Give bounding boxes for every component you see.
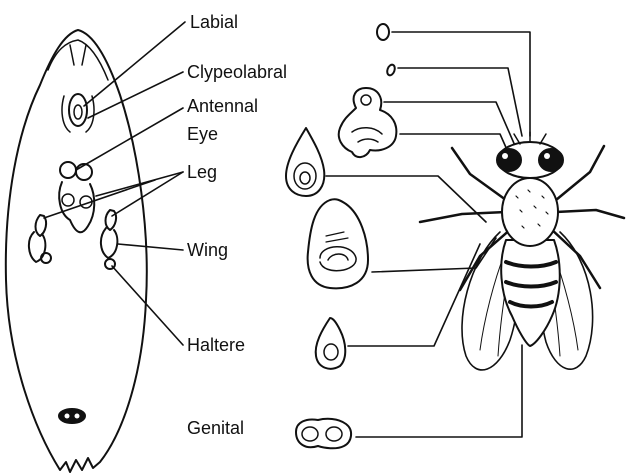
connector-genital: [356, 345, 522, 437]
disc-wing: [308, 199, 368, 288]
label-leg: Leg: [187, 162, 217, 182]
larva-genital-disc-hole-right: [75, 414, 80, 419]
label-eye: Eye: [187, 124, 218, 144]
disc-leg-ring-1: [294, 163, 316, 189]
larva-body-outline: [6, 30, 147, 472]
leader-leg-2: [112, 172, 183, 216]
larva-brain-lobe-left: [62, 194, 74, 206]
larva-eye-antennal-disc-right: [76, 164, 92, 180]
fly-abdomen: [501, 240, 560, 346]
isolated-discs: [286, 24, 396, 448]
larva-wing-disc-right: [101, 228, 117, 258]
larva-eye-antennal-disc-left: [60, 162, 76, 178]
larva-leader-lines: [44, 22, 185, 345]
disc-eye-antennal-folds: [352, 128, 382, 142]
larva-mouth-hooks: [70, 45, 86, 65]
fly-eye-left: [497, 149, 521, 171]
disc-haltere-inner: [324, 344, 338, 360]
disc-labial: [377, 24, 389, 40]
disc-genital-left: [302, 427, 318, 441]
fly-thorax: [502, 178, 558, 246]
leader-labial: [84, 22, 185, 106]
disc-wing-pouch: [320, 247, 356, 271]
larva-labial-disc-inner: [74, 105, 82, 119]
fly-eye-right: [539, 149, 563, 171]
fly-eye-right-highlight: [544, 153, 550, 159]
disc-eye-antennal: [339, 88, 397, 157]
disc-wing-pouch-inner: [328, 254, 348, 260]
larva-genital-disc-hole-left: [65, 414, 70, 419]
leader-wing: [118, 244, 183, 250]
disc-wing-folds: [326, 232, 348, 242]
connector-antennal: [384, 102, 516, 148]
connector-labial: [392, 32, 530, 136]
larva-inner-line: [48, 40, 108, 80]
label-clypeolabral: Clypeolabral: [187, 62, 287, 82]
adult-fly: [420, 132, 624, 370]
disc-genital-right: [326, 427, 342, 441]
larva-labial-disc: [69, 94, 87, 126]
disc-leg-ring-2: [300, 172, 310, 184]
connector-wing: [372, 238, 496, 272]
larva-leg-disc-right: [106, 210, 117, 230]
disc-eye-antennal-inner: [361, 95, 371, 105]
fly-eye-left-highlight: [502, 153, 508, 159]
label-genital: Genital: [187, 418, 244, 438]
label-labial: Labial: [190, 12, 238, 32]
fly-head-bristles: [514, 132, 546, 144]
label-antennal: Antennal: [187, 96, 258, 116]
label-haltere: Haltere: [187, 335, 245, 355]
leader-clypeolabral: [88, 72, 183, 118]
leader-antennal-eye: [76, 108, 183, 170]
disc-clypeolabral: [386, 64, 396, 77]
larva-drawing: [6, 30, 147, 472]
larva-wing-disc-left: [29, 232, 45, 262]
disc-leg: [286, 128, 324, 196]
disc-genital: [296, 419, 351, 449]
larva-genital-disc: [59, 409, 85, 423]
label-wing: Wing: [187, 240, 228, 260]
